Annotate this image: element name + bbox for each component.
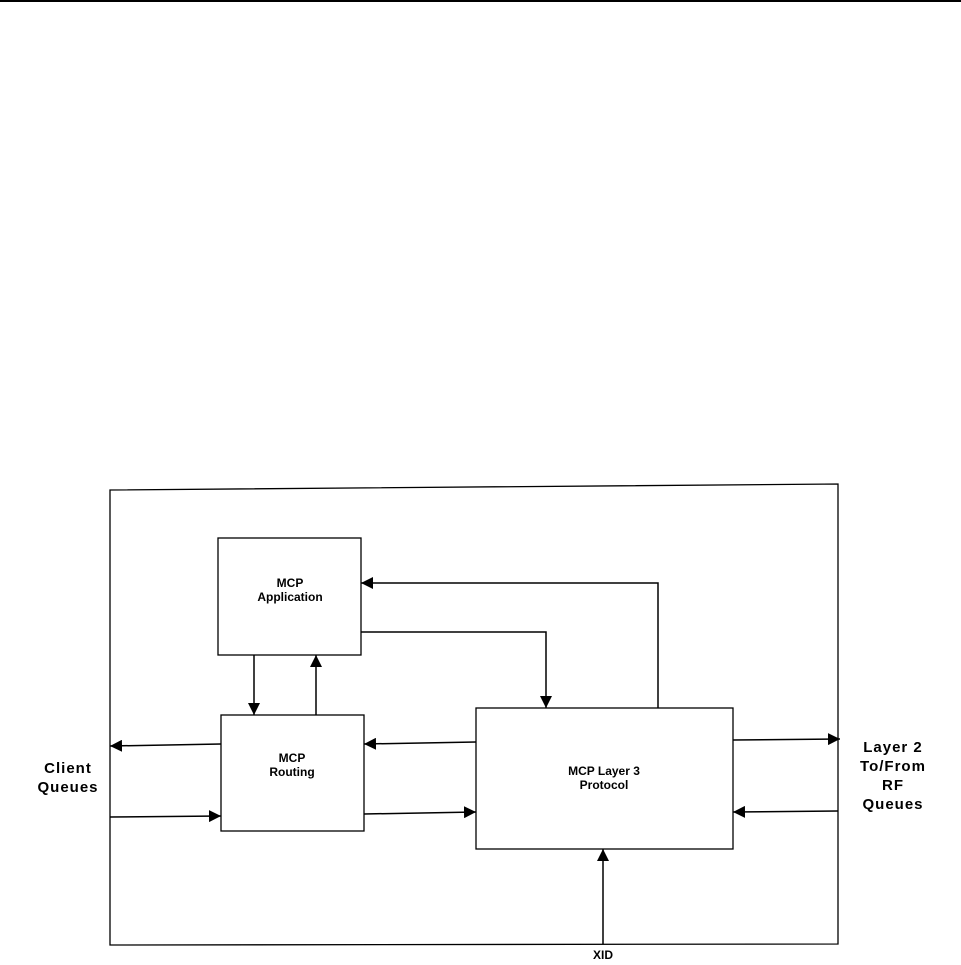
arrow-routing-to-layer3 xyxy=(363,806,477,819)
routing-label-line1: MCP xyxy=(279,751,306,765)
arrow-layer3-to-application xyxy=(361,577,659,708)
top-rule xyxy=(0,0,961,2)
layer3-label-line1: MCP Layer 3 xyxy=(568,764,640,778)
routing-label-line2: Routing xyxy=(269,765,314,779)
arrow-layer3-to-routing xyxy=(363,737,477,750)
layer3-label-line2: Protocol xyxy=(580,778,629,792)
arrow-layer3-to-layer2 xyxy=(732,733,841,746)
outer-boundary xyxy=(109,483,839,946)
layer2-label-line3: RF xyxy=(882,777,904,794)
arrow-layer2-to-layer3 xyxy=(732,805,839,818)
client-queues-label-line1: Client xyxy=(44,760,92,777)
arrow-application-to-layer3 xyxy=(361,631,552,708)
mcp-routing-block xyxy=(220,714,365,832)
arrow-routing-to-client xyxy=(109,739,222,752)
xid-label: XID xyxy=(593,948,613,962)
arrow-client-to-routing xyxy=(109,810,222,823)
mcp-application-block xyxy=(217,537,362,656)
layer2-label-line1: Layer 2 xyxy=(863,739,923,756)
application-label-line2: Application xyxy=(257,590,322,604)
layer2-label-line4: Queues xyxy=(862,796,923,813)
application-label-line1: MCP xyxy=(277,576,304,590)
layer2-label-line2: To/From xyxy=(860,758,926,775)
client-queues-label-line2: Queues xyxy=(37,779,98,796)
